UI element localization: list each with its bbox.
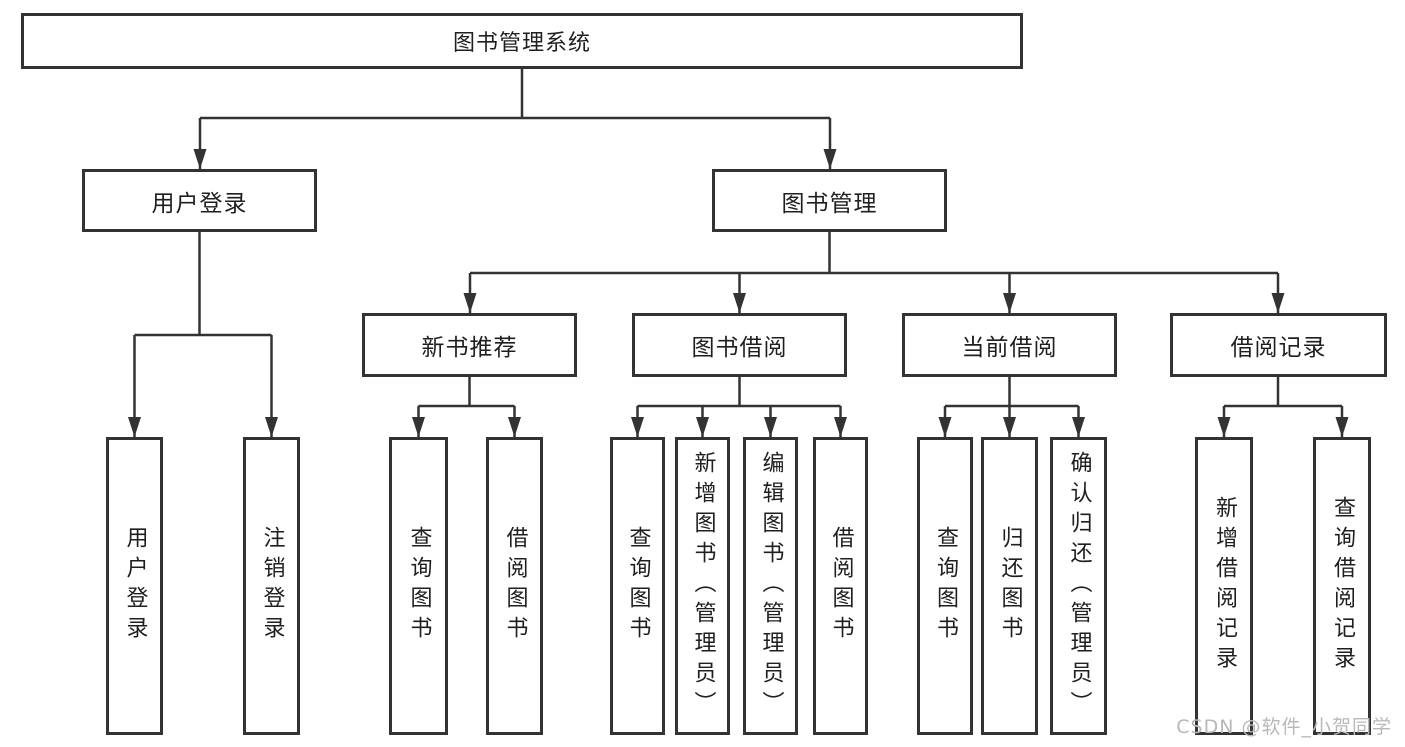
node-book-management: 图书管理: [712, 169, 947, 232]
csdn-watermark: CSDN @软件_小贺同学: [1176, 716, 1392, 738]
leaf-borrow-books-borrowing-label: 借阅图书: [828, 526, 854, 646]
leaf-add-borrow-record-label: 新增借阅记录: [1212, 496, 1237, 676]
leaf-query-borrow-record: 查询借阅记录: [1313, 437, 1371, 735]
leaf-query-books-recommend-label: 查询图书: [406, 526, 432, 646]
leaf-query-books-recommend: 查询图书: [389, 437, 448, 735]
leaf-logout-label: 注销登录: [259, 526, 285, 646]
leaf-add-book-admin-label: 新增图书（管理员）: [690, 451, 716, 721]
leaf-query-books-current-label: 查询图书: [933, 526, 958, 646]
node-user-login-group: 用户登录: [82, 169, 317, 232]
node-system-root: 图书管理系统: [21, 13, 1023, 69]
leaf-query-books-borrowing-label: 查询图书: [625, 526, 651, 646]
leaf-edit-book-admin-label: 编辑图书（管理员）: [758, 451, 784, 721]
leaf-borrow-books-recommend-label: 借阅图书: [502, 526, 528, 646]
leaf-user-login: 用户登录: [106, 437, 163, 735]
leaf-add-borrow-record: 新增借阅记录: [1195, 437, 1253, 735]
leaf-return-books: 归还图书: [981, 437, 1038, 735]
leaf-query-books-borrowing: 查询图书: [610, 437, 665, 735]
leaf-borrow-books-recommend: 借阅图书: [486, 437, 543, 735]
leaf-edit-book-admin: 编辑图书（管理员）: [743, 437, 798, 735]
leaf-user-login-label: 用户登录: [122, 526, 148, 646]
leaf-return-books-label: 归还图书: [997, 526, 1023, 646]
leaf-logout: 注销登录: [243, 437, 300, 735]
leaf-confirm-return-admin: 确认归还（管理员）: [1050, 437, 1107, 735]
leaf-add-book-admin: 新增图书（管理员）: [675, 437, 730, 735]
node-current-borrowing: 当前借阅: [902, 313, 1117, 377]
node-borrowing-records: 借阅记录: [1170, 313, 1387, 377]
leaf-confirm-return-admin-label: 确认归还（管理员）: [1066, 451, 1092, 721]
leaf-query-borrow-record-label: 查询借阅记录: [1330, 496, 1355, 676]
leaf-borrow-books-borrowing: 借阅图书: [813, 437, 868, 735]
node-book-borrowing: 图书借阅: [632, 313, 847, 377]
leaf-query-books-current: 查询图书: [917, 437, 973, 735]
node-new-book-recommend: 新书推荐: [362, 313, 577, 377]
